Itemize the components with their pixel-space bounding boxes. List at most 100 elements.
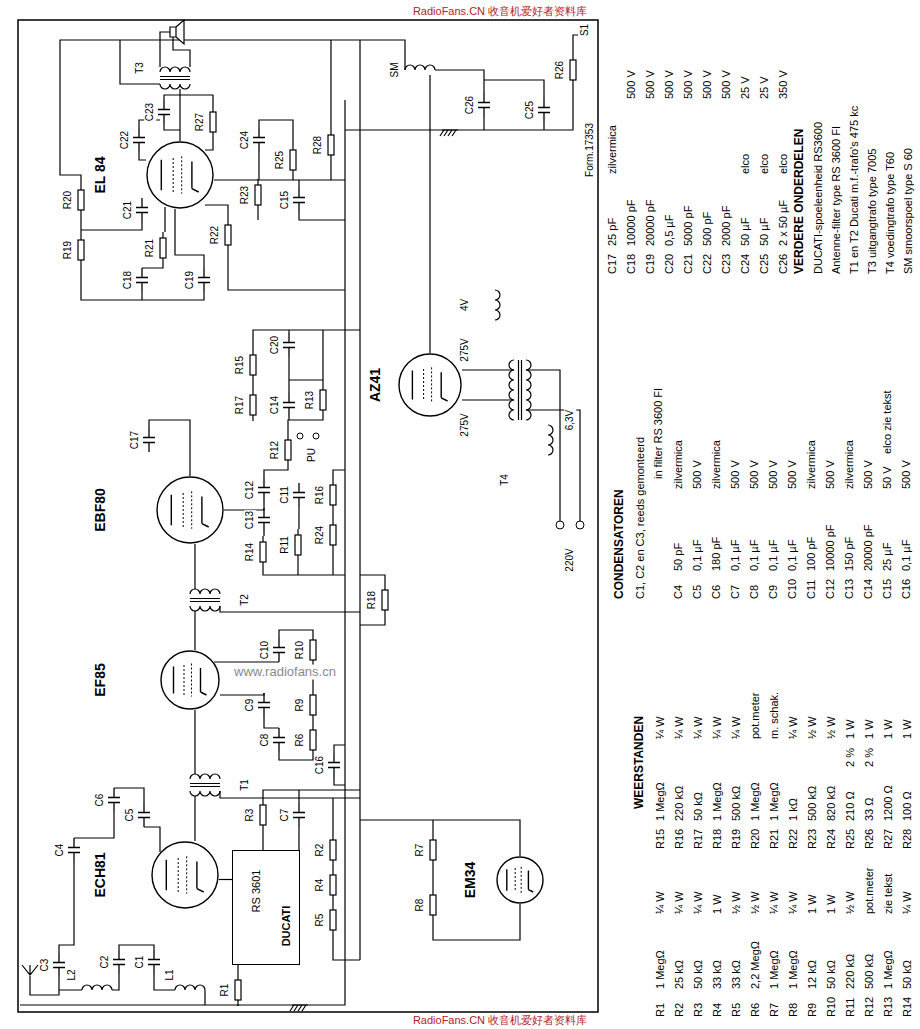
tube-electrode (412, 371, 447, 401)
table-cell: 500 V (682, 69, 695, 100)
jack-symbol (297, 433, 303, 439)
resistor-symbol (328, 129, 334, 161)
component-label: C14 (269, 395, 281, 415)
component-label: R19 (62, 240, 74, 260)
resistor-symbol (78, 234, 84, 266)
resistor-symbol (260, 799, 266, 831)
resistor-symbol (330, 904, 336, 936)
component-label: 275V (459, 412, 471, 437)
table-cell: 2000 pF (720, 205, 733, 247)
tube-label: ECH81 (92, 851, 108, 898)
table-cell: 33 kΩ (730, 959, 743, 990)
component-label: C24 (239, 130, 251, 150)
capacitor-symbol (158, 100, 170, 124)
table-cell: R20 (749, 828, 762, 850)
table-cell: T1 en T2 Ducati m.f.-trafo's 475 kc (848, 105, 861, 275)
component-label: R5 (314, 913, 326, 928)
table-cell: ¼ W (692, 715, 705, 740)
table-cell: C15 (881, 578, 894, 600)
table-cell: 10000 pF (625, 199, 638, 247)
table-cell: in filter RS 3600 FI (652, 387, 665, 480)
table-heading: VERDERE ONDERDELEN (793, 128, 807, 275)
table-cell: 500 V (644, 69, 657, 100)
tube-electrode (161, 160, 198, 192)
table-cell: 12 kΩ (806, 959, 819, 990)
table-cell: SM smoorspoel type S 60 (902, 147, 915, 275)
capacitor-symbol (283, 393, 295, 417)
tube-envelope: EM34 (496, 856, 544, 904)
table-cell: zie tekst (882, 873, 895, 915)
capacitor-symbol (68, 838, 80, 862)
tube-outline (160, 650, 220, 710)
table-cell: R14 (901, 996, 914, 1018)
table-cell: ½ W (749, 890, 762, 915)
table-cell: 1 kΩ (787, 797, 800, 822)
table-cell: C10 (786, 578, 799, 600)
table-cell: ¼ W (654, 890, 667, 915)
table-cell: R9 (806, 1002, 819, 1018)
table-cell: R13 (882, 996, 895, 1018)
component-label: R11 (279, 535, 291, 555)
tube-electrode (166, 860, 203, 892)
capacitor-symbol (258, 478, 270, 502)
tube-envelope: ECH81 (151, 841, 219, 909)
capacitor-symbol (53, 953, 65, 977)
component-label: R23 (239, 185, 251, 205)
wire-connector (219, 879, 232, 880)
resistor-symbol (310, 724, 316, 756)
resistor-symbol (290, 144, 296, 176)
speaker-symbol (170, 20, 184, 44)
table-cell: C14 (862, 578, 875, 600)
resistor-symbol (382, 584, 388, 616)
resistor-symbol (330, 869, 336, 901)
table-cell: elco zie tekst (881, 389, 894, 455)
table-cell: R8 (787, 1002, 800, 1018)
resistor-symbol (320, 384, 326, 416)
tube-label: EM34 (462, 861, 478, 900)
table-cell: C6 (710, 584, 723, 600)
component-label: C20 (269, 335, 281, 355)
resistor-symbol (330, 519, 336, 551)
component-label: SM (389, 62, 401, 79)
table-cell: 1 W (882, 718, 895, 740)
table-cell: zilvermica (672, 439, 685, 490)
table-cell: 500 V (729, 459, 742, 490)
module-box: DUCATIRS 3601 (232, 850, 300, 965)
component-label: C23 (144, 102, 156, 122)
component-label: L2 (66, 968, 78, 981)
table-cell: C23 (720, 253, 733, 275)
table-cell: elco (739, 153, 752, 175)
table-cell: ½ W (844, 890, 857, 915)
table-cell: 180 pF (710, 536, 723, 572)
tube-envelope: EBF80 (156, 476, 224, 544)
resistor-symbol (250, 389, 256, 421)
resistor-symbol (235, 974, 241, 1006)
table-cell: R6 (749, 1002, 762, 1018)
tube-outline (399, 354, 461, 416)
ground-symbol (290, 1005, 308, 1011)
table-cell: 0,1 µF (786, 539, 799, 572)
table-cell: 25 V (758, 75, 771, 100)
component-label: C13 (244, 510, 256, 530)
component-label: C26 (464, 95, 476, 115)
table-cell: C5 (691, 584, 704, 600)
table-cell: C4 (672, 584, 685, 600)
tube-envelope: EF85 (160, 650, 220, 710)
resistor-symbol (250, 349, 256, 381)
component-label: R17 (234, 395, 246, 415)
capacitor-symbol (143, 428, 155, 452)
table-cell: C21 (682, 253, 695, 275)
choke-symbol (405, 65, 435, 70)
table-cell: 0,1 µF (691, 539, 704, 572)
table-cell: 500 V (786, 459, 799, 490)
capacitor-symbol (253, 128, 265, 152)
resistor-symbol (330, 834, 336, 866)
table-cell: 1 W (806, 893, 819, 915)
ground-symbol (440, 130, 458, 136)
table-cell: C13 (843, 578, 856, 600)
component-label: C1 (134, 955, 146, 970)
component-label: R27 (194, 112, 206, 132)
table-cell: zilvermica (843, 439, 856, 490)
tube-label: EL 84 (92, 155, 108, 194)
